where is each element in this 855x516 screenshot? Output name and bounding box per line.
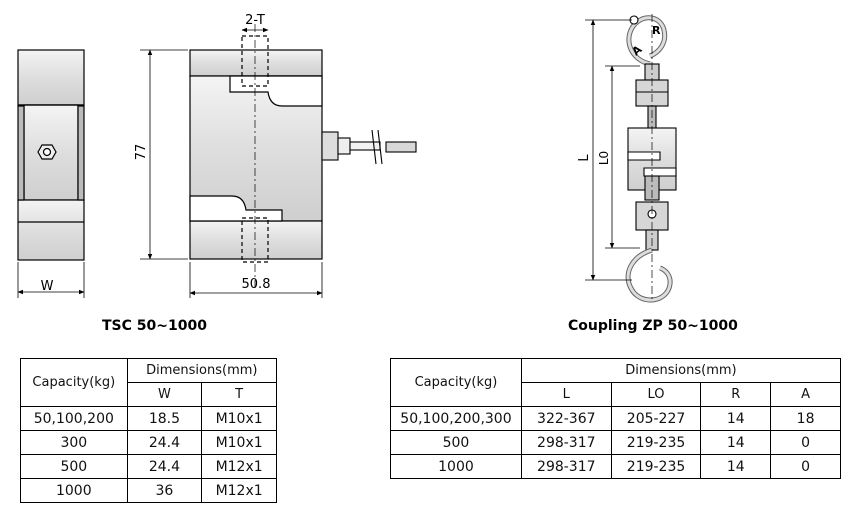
t-cell: M10x1	[201, 406, 277, 431]
l-cell: 298-317	[520, 454, 612, 479]
l0-cell: 219-235	[610, 454, 702, 479]
l0-cell: 219-235	[610, 430, 702, 455]
column-header: L	[520, 382, 612, 407]
capacity-cell: 1000	[390, 454, 522, 479]
technical-drawing: W 2-T 77 50.8	[17, 13, 677, 303]
capacity-cell: 300	[20, 430, 128, 455]
w-dimension: W	[17, 262, 85, 298]
r-cell: 14	[700, 430, 772, 455]
column-header: W	[126, 382, 203, 407]
w-cell: 24.4	[126, 454, 203, 479]
width-dimension: 50.8	[189, 262, 323, 298]
column-header: R	[700, 382, 772, 407]
tsc-dimensions-table: Capacity(kg) Dimensions(mm) W T 50,100,2…	[20, 358, 278, 503]
column-header: A	[770, 382, 841, 407]
w-cell: 18.5	[126, 406, 203, 431]
t-cell: M12x1	[201, 478, 277, 503]
thread-dimension: 2-T	[241, 13, 269, 33]
t-cell: M12x1	[201, 454, 277, 479]
table-row: 500 24.4 M12x1	[20, 454, 277, 479]
height-dimension: 77	[134, 49, 188, 260]
a-cell: 0	[770, 454, 841, 479]
coupling-dimensions-table: Capacity(kg) Dimensions(mm) L LO R A 50,…	[390, 358, 842, 479]
table-row: 300 24.4 M10x1	[20, 430, 277, 455]
dimensions-header: Dimensions(mm)	[520, 358, 842, 383]
t-cell: M10x1	[201, 430, 277, 455]
height-label: 77	[134, 144, 149, 161]
capacity-cell: 500	[20, 454, 128, 479]
table-row: 50,100,200,300 322-367 205-227 14 18	[390, 406, 841, 431]
column-header: LO	[610, 382, 702, 407]
table-row: 500 298-317 219-235 14 0	[390, 430, 841, 455]
a-cell: 0	[770, 430, 841, 455]
l-label: L	[577, 154, 592, 162]
l0-label: L0	[597, 151, 611, 165]
capacity-header: Capacity(kg)	[20, 358, 128, 407]
l-cell: 298-317	[520, 430, 612, 455]
capacity-cell: 1000	[20, 478, 128, 503]
r-cell: 14	[700, 454, 772, 479]
column-header: T	[201, 382, 277, 407]
l0-dimension: L0	[597, 65, 640, 249]
coupling-assembly	[625, 14, 677, 303]
tsc-front-view	[189, 24, 323, 290]
w-cell: 24.4	[126, 430, 203, 455]
l-cell: 322-367	[520, 406, 612, 431]
table-row: 50,100,200 18.5 M10x1	[20, 406, 277, 431]
capacity-cell: 500	[390, 430, 522, 455]
table-row: 1000 298-317 219-235 14 0	[390, 454, 841, 479]
l0-cell: 205-227	[610, 406, 702, 431]
tsc-caption: TSC 50~1000	[102, 318, 207, 334]
l-dimension: L	[577, 19, 632, 281]
thread-label: 2-T	[245, 13, 265, 28]
r-label: R	[652, 24, 661, 37]
w-label: W	[41, 279, 54, 294]
tsc-side-view	[17, 49, 85, 261]
dimensions-header: Dimensions(mm)	[126, 358, 278, 383]
r-cell: 14	[700, 406, 772, 431]
capacity-cell: 50,100,200	[20, 406, 128, 431]
capacity-cell: 50,100,200,300	[390, 406, 522, 431]
coupling-caption: Coupling ZP 50~1000	[568, 318, 738, 334]
capacity-header: Capacity(kg)	[390, 358, 522, 407]
a-cell: 18	[770, 406, 841, 431]
w-cell: 36	[126, 478, 203, 503]
table-row: 1000 36 M12x1	[20, 478, 277, 503]
cable-gland	[321, 129, 417, 165]
width-label: 50.8	[242, 277, 271, 292]
